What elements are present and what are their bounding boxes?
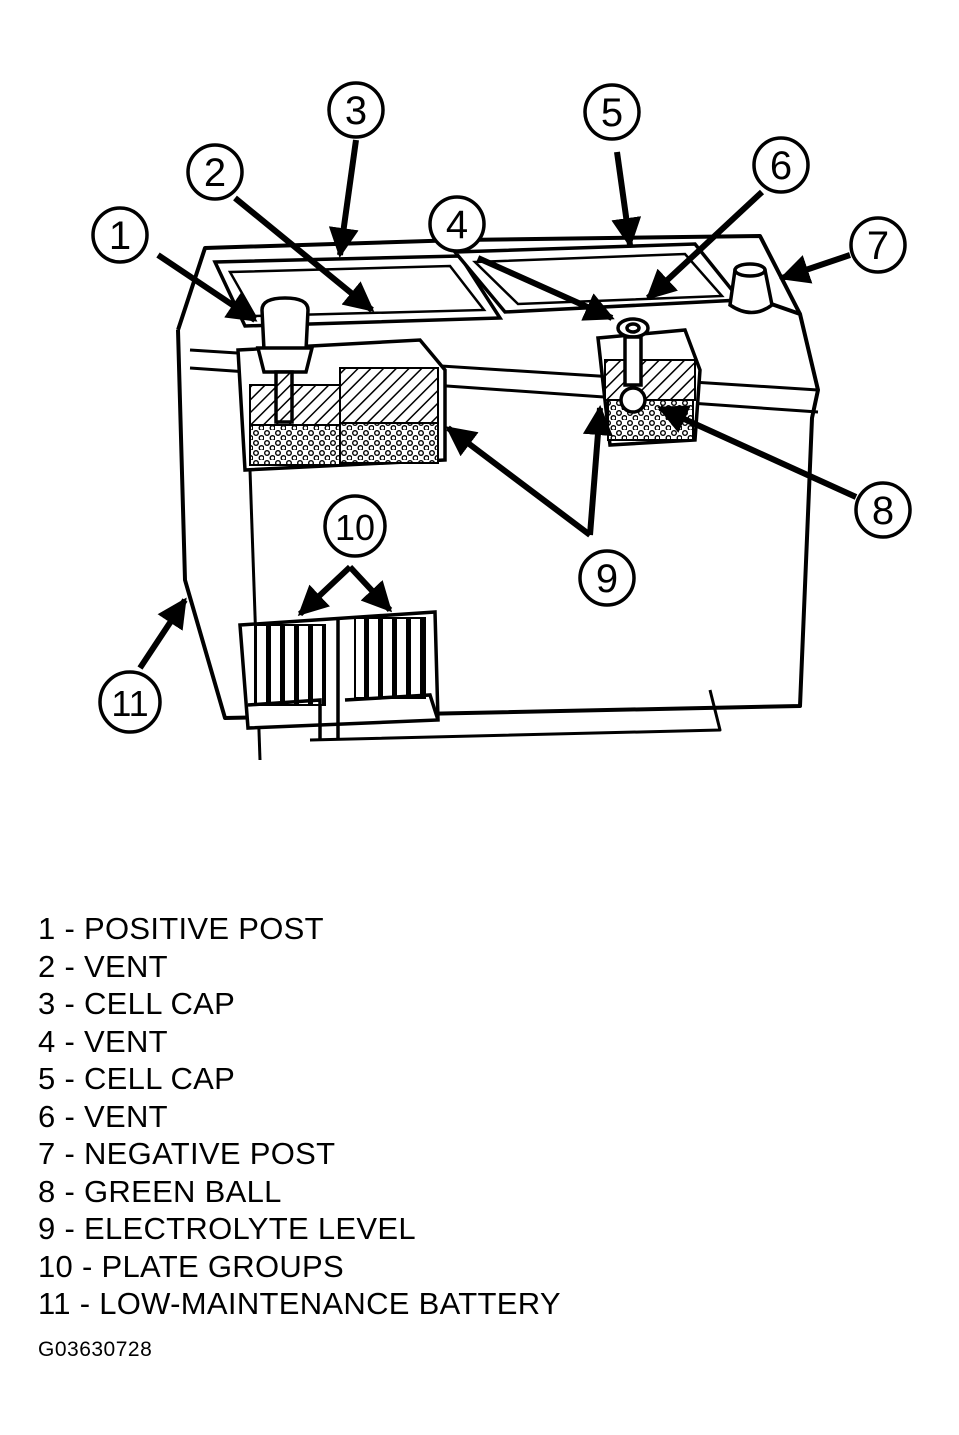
test-indicator (616, 317, 650, 387)
legend-item: 10 - PLATE GROUPS (38, 1248, 345, 1284)
callout-5: 5 (583, 83, 641, 141)
legend-item: 1 - POSITIVE POST (38, 911, 324, 946)
legend-item: 5 - CELL CAP (38, 1061, 236, 1096)
callout-11: 11 (98, 670, 162, 734)
callout-7: 7 (849, 216, 907, 274)
cutaway-right (596, 328, 702, 447)
cell-cap-left (212, 254, 504, 328)
callout-4: 4 (428, 195, 486, 253)
callout-5-label: 5 (601, 91, 623, 135)
legend-item: 6 - VENT (38, 1098, 168, 1134)
negative-post (728, 262, 774, 315)
callout-6: 6 (752, 136, 810, 194)
callout-8: 8 (854, 481, 912, 539)
legend-item: 3 - CELL CAP (38, 986, 236, 1021)
callout-6-label: 6 (770, 144, 792, 188)
callout-7-label: 7 (867, 224, 889, 268)
legend-item: 4 - VENT (38, 1023, 168, 1059)
legend-item: 8 - GREEN BALL (38, 1173, 282, 1209)
legend-item: 7 - NEGATIVE POST (38, 1136, 336, 1171)
callout-3: 3 (327, 81, 385, 139)
callout-10: 10 (323, 494, 387, 558)
legend-item: 9 - ELECTROLYTE LEVEL (38, 1211, 416, 1246)
figure-id: G03630728 (38, 1338, 153, 1361)
legend-item: 2 - VENT (38, 948, 168, 984)
positive-post (255, 296, 315, 424)
callout-2-label: 2 (204, 151, 226, 195)
callout-8-label: 8 (872, 489, 894, 533)
plate-groups (238, 610, 440, 740)
callout-11-label: 11 (111, 683, 148, 724)
callout-3-label: 3 (345, 89, 367, 133)
callout-1-label: 1 (109, 214, 131, 258)
callout-1: 1 (91, 206, 149, 264)
callout-10-label: 10 (335, 507, 375, 548)
legend-item: 11 - LOW-MAINTENANCE BATTERY (38, 1286, 561, 1321)
callout-4-label: 4 (446, 203, 468, 247)
callout-9: 9 (578, 549, 636, 607)
leader-arrows (137, 139, 858, 670)
callout-9-label: 9 (596, 557, 618, 601)
legend-list: 1 - POSITIVE POST 2 - VENT 3 - CELL CAP … (38, 910, 561, 1323)
callout-2: 2 (186, 143, 244, 201)
battery-diagram: 1 2 3 4 5 6 7 8 9 10 11 (91, 81, 912, 761)
